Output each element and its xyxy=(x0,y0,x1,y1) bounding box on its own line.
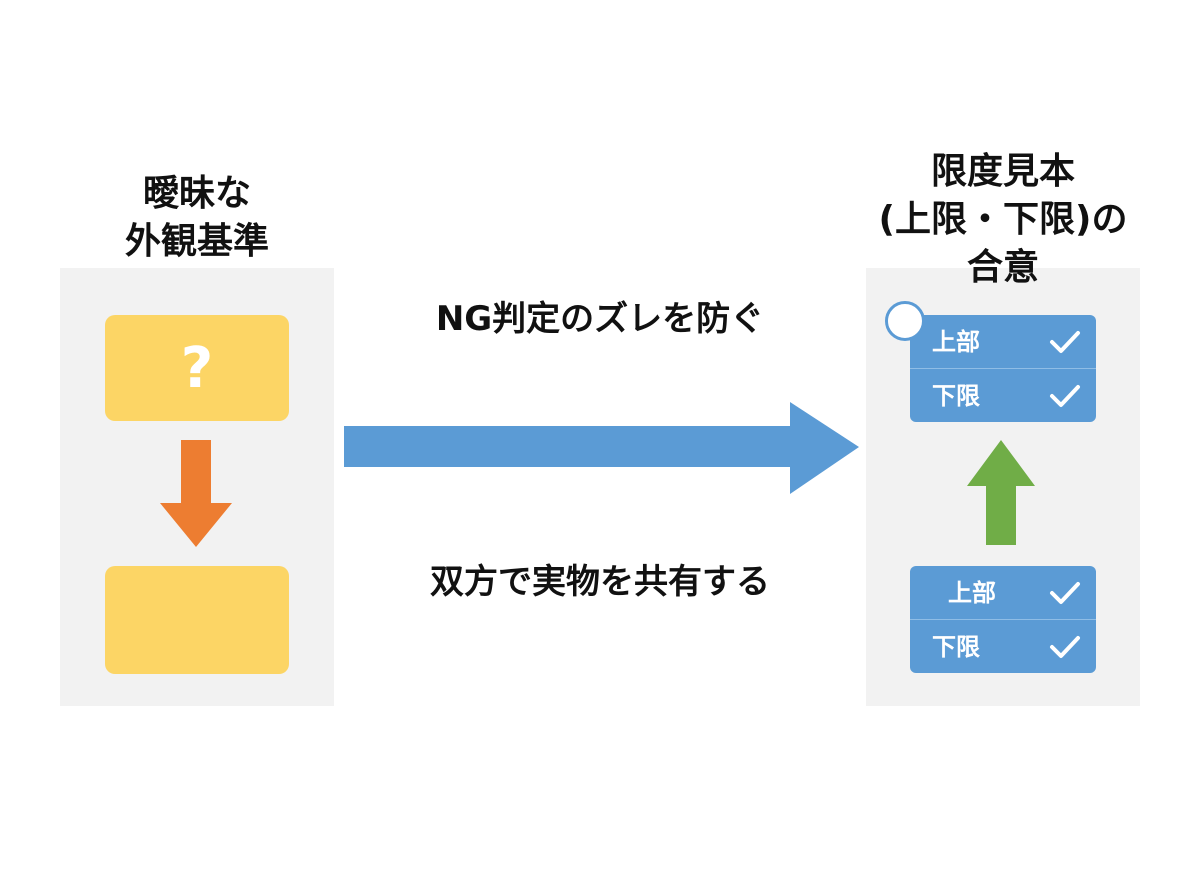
ambiguous-item-box: ? xyxy=(105,315,289,421)
limit-sample-card-bottom: 上部 下限 xyxy=(910,566,1096,673)
check-icon xyxy=(1050,582,1080,604)
arrow-right-icon xyxy=(344,402,859,494)
check-icon xyxy=(1050,385,1080,407)
row-label-upper: 上部 xyxy=(932,328,980,356)
limit-sample-card-top: 上部 下限 xyxy=(910,315,1096,422)
card-row-upper: 上部 xyxy=(910,315,1096,368)
question-mark: ? xyxy=(180,335,214,401)
card-row-upper: 上部 xyxy=(910,566,1096,619)
arrow-up-icon xyxy=(967,440,1035,545)
row-label-lower: 下限 xyxy=(932,633,980,661)
row-label-upper: 上部 xyxy=(948,579,996,607)
check-icon xyxy=(1050,331,1080,353)
left-title-line1: 曖昧な xyxy=(142,173,251,214)
right-title-line2: (上限・下限)の xyxy=(878,199,1128,240)
share-sample-text: 双方で実物を共有する xyxy=(430,562,770,602)
card-row-lower: 下限 xyxy=(910,619,1096,673)
card-row-lower: 下限 xyxy=(910,368,1096,422)
right-title: 限度見本 (上限・下限)の 合意 xyxy=(830,148,1176,292)
circle-marker-icon xyxy=(885,301,925,341)
right-title-line1: 限度見本 xyxy=(930,151,1075,192)
check-icon xyxy=(1050,636,1080,658)
right-title-line3: 合意 xyxy=(966,247,1039,288)
row-label-lower: 下限 xyxy=(932,382,980,410)
prevent-ng-gap-text: NG判定のズレを防ぐ xyxy=(435,299,765,339)
arrow-down-icon xyxy=(160,440,232,547)
left-title-line2: 外観基準 xyxy=(124,221,269,262)
left-title: 曖昧な 外観基準 xyxy=(60,170,334,266)
result-item-box xyxy=(105,566,289,674)
